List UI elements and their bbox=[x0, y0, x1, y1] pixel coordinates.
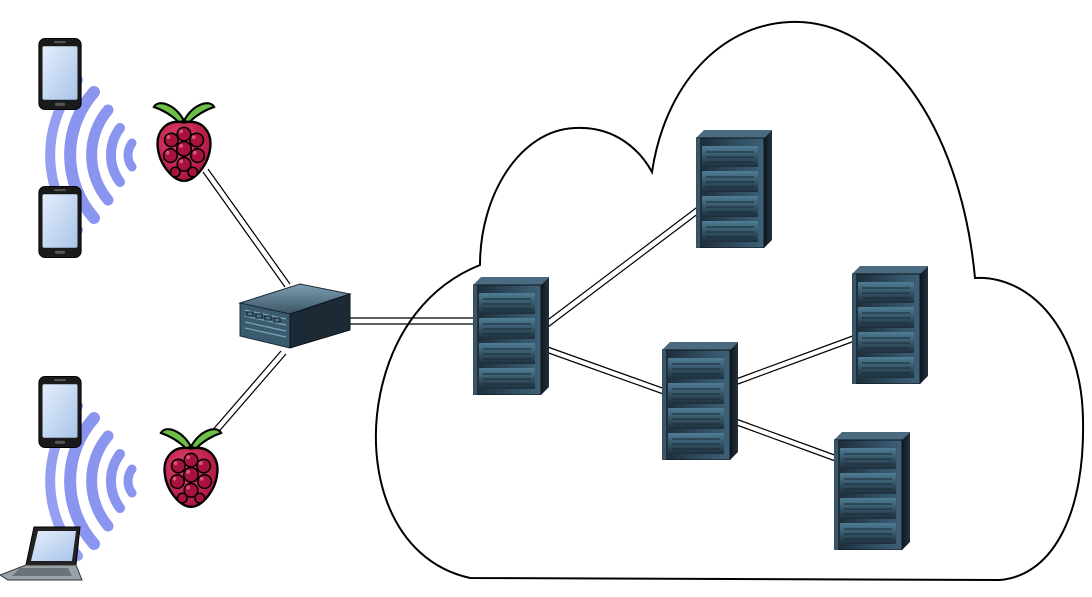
smartphone-icon bbox=[38, 186, 82, 258]
link-middle-bottom-server bbox=[733, 418, 841, 463]
link-entry-top-server bbox=[544, 204, 704, 328]
link-pi-bottom-gateway bbox=[209, 350, 287, 437]
smartphone-icon bbox=[38, 376, 82, 448]
raspberry-pi-icon bbox=[159, 428, 223, 509]
server-rack-icon bbox=[473, 277, 549, 395]
smartphone-icon bbox=[38, 38, 82, 110]
server-rack-icon bbox=[834, 432, 910, 550]
gateway-server-icon bbox=[238, 283, 352, 349]
wired-links bbox=[202, 168, 861, 463]
cloud-outline bbox=[374, 20, 1085, 582]
wifi-icon bbox=[45, 75, 137, 235]
link-pi-top-gateway bbox=[202, 168, 291, 288]
raspberry-pi-icon bbox=[152, 102, 216, 183]
link-middle-right-server bbox=[735, 333, 861, 385]
server-rack-icon bbox=[662, 342, 738, 460]
laptop-icon bbox=[0, 526, 83, 581]
link-entry-middle-server bbox=[542, 345, 669, 396]
link-gateway-entry-server bbox=[348, 317, 478, 325]
server-rack-icon bbox=[696, 130, 772, 248]
server-rack-icon bbox=[852, 266, 928, 384]
